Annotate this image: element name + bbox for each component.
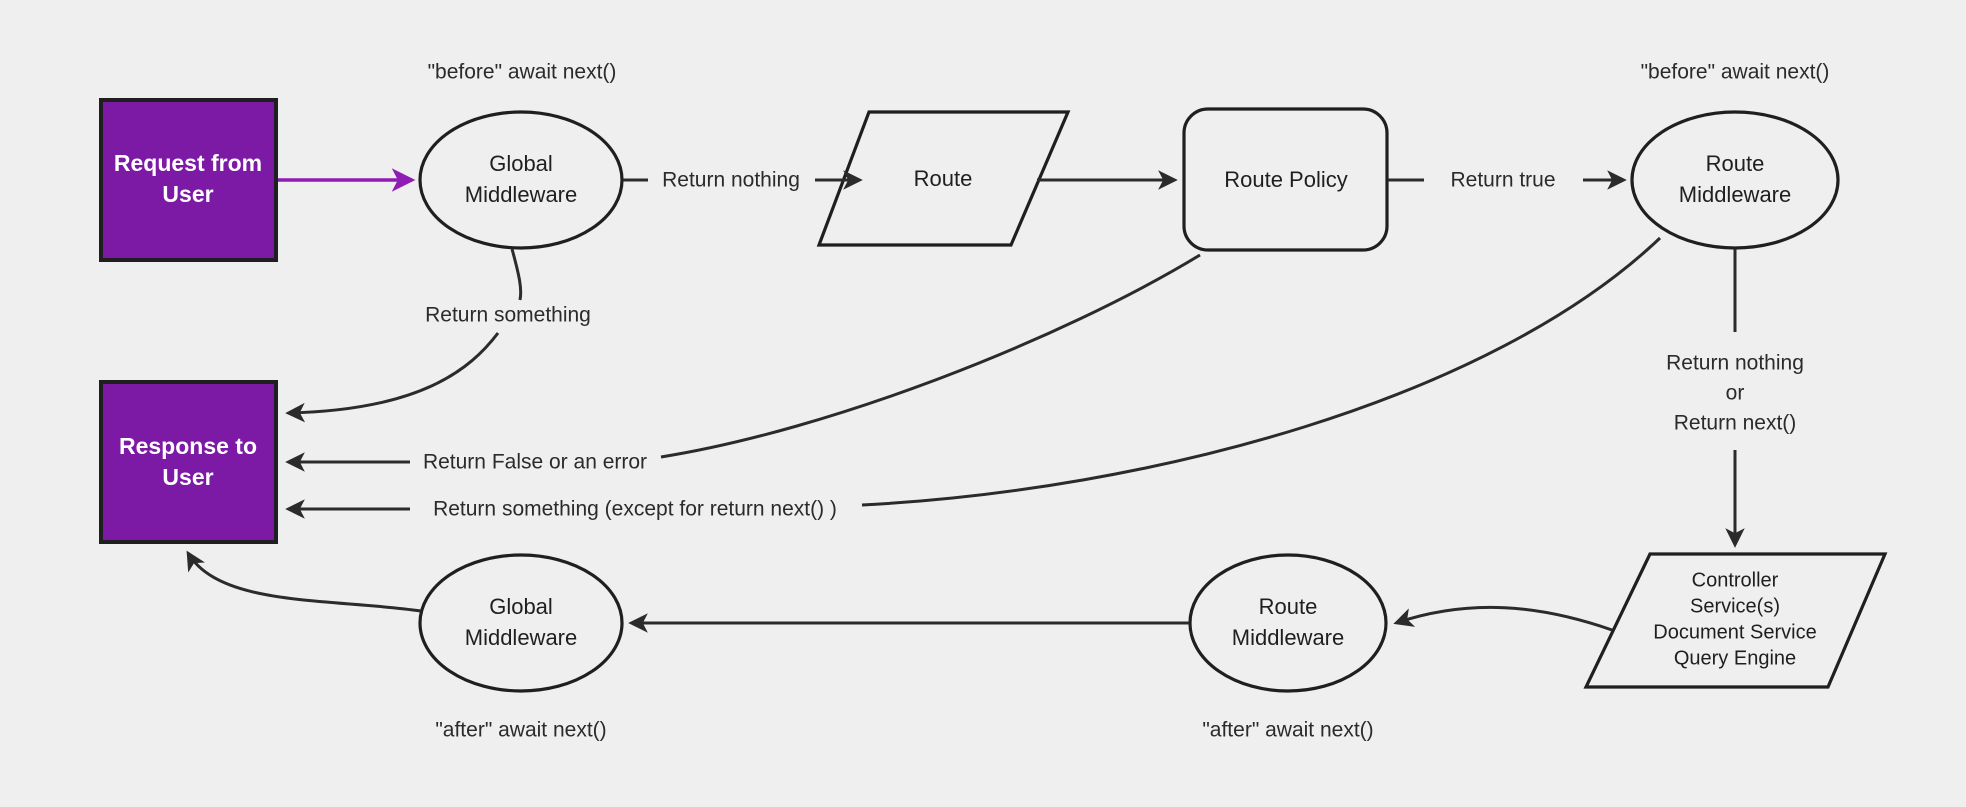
- edge-global-to-response-curve: [285, 332, 500, 423]
- annotation-before-route-middleware: "before" await next(): [1641, 61, 1830, 84]
- request-label-line1: Request from: [114, 150, 262, 176]
- edge-label-return-something: Return something: [425, 304, 591, 327]
- edge-routemw-to-response-curve: [861, 236, 1662, 507]
- controller-label-line4: Query Engine: [1674, 647, 1796, 669]
- global-middleware-after-label-line2: Middleware: [465, 625, 578, 650]
- edge-global-after-to-response: [186, 550, 422, 613]
- route-label: Route: [914, 166, 973, 191]
- request-label-line2: User: [162, 181, 213, 207]
- node-route-middleware-before[interactable]: Route Middleware: [1630, 110, 1840, 250]
- route-middleware-before-shape: [1630, 110, 1840, 250]
- route-shape: [816, 110, 1071, 247]
- node-global-middleware-after[interactable]: Global Middleware: [418, 553, 624, 693]
- route-middleware-after-label-line2: Middleware: [1232, 625, 1345, 650]
- response-label-line1: Response to: [119, 433, 257, 459]
- response-box-shape: [99, 380, 278, 544]
- node-route-middleware-after[interactable]: Route Middleware: [1188, 553, 1388, 693]
- edge-controller-to-routemw-after: [1393, 605, 1613, 632]
- node-response-to-user[interactable]: Response to User: [99, 380, 278, 544]
- global-middleware-before-label-line2: Middleware: [465, 182, 578, 207]
- node-controller-services[interactable]: Controller Service(s) Document Service Q…: [1583, 552, 1888, 689]
- edge-label-return-next: Return next(): [1674, 412, 1797, 435]
- response-label-line2: User: [162, 464, 213, 490]
- global-middleware-after-label-line1: Global: [489, 594, 553, 619]
- node-route[interactable]: Route: [816, 110, 1071, 247]
- edge-policy-to-response-curve: [660, 253, 1201, 459]
- annotation-before-global-middleware: "before" await next(): [428, 61, 617, 84]
- route-middleware-after-shape: [1188, 553, 1388, 693]
- node-request-from-user[interactable]: Request from User: [99, 98, 278, 262]
- route-middleware-before-label-line1: Route: [1706, 151, 1765, 176]
- node-route-policy[interactable]: Route Policy: [1182, 107, 1389, 252]
- edge-label-return-something-except-next: Return something (except for return next…: [433, 498, 837, 521]
- route-policy-label: Route Policy: [1224, 167, 1348, 192]
- global-middleware-before-label-line1: Global: [489, 151, 553, 176]
- route-policy-shape: [1182, 107, 1389, 252]
- edge-global-to-response-upper-stub: [510, 248, 523, 301]
- controller-shape: [1583, 552, 1888, 689]
- edge-label-or: or: [1726, 382, 1745, 405]
- controller-label-line1: Controller: [1692, 569, 1779, 591]
- annotation-after-route-middleware: "after" await next(): [1202, 719, 1373, 742]
- route-middleware-after-label-line1: Route: [1259, 594, 1318, 619]
- edge-label-return-true: Return true: [1450, 169, 1555, 192]
- node-global-middleware-before[interactable]: Global Middleware: [418, 110, 624, 250]
- edge-label-return-nothing-2: Return nothing: [1666, 352, 1804, 375]
- route-middleware-before-label-line2: Middleware: [1679, 182, 1792, 207]
- annotation-after-global-middleware: "after" await next(): [435, 719, 606, 742]
- edge-label-return-false-or-error: Return False or an error: [423, 451, 647, 474]
- request-box-shape: [99, 98, 278, 262]
- controller-label-line2: Service(s): [1690, 595, 1780, 617]
- edge-label-return-nothing: Return nothing: [662, 169, 800, 192]
- controller-label-line3: Document Service: [1653, 621, 1816, 643]
- global-middleware-after-shape: [418, 553, 624, 693]
- global-middleware-before-shape: [418, 110, 624, 250]
